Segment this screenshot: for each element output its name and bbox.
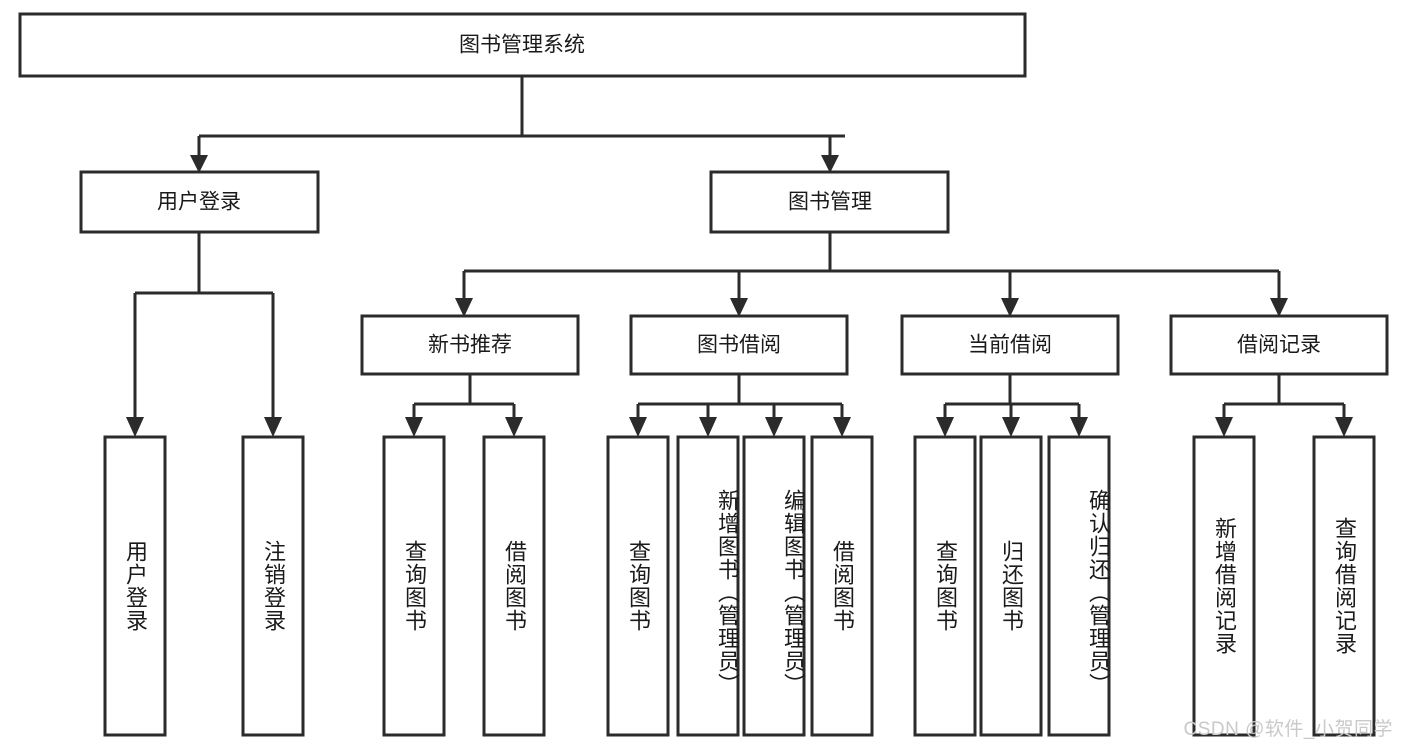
leaf-box-query-borrow-record[interactable] — [1312, 435, 1376, 737]
node-root-box[interactable] — [18, 12, 1027, 78]
node-new-book-recommend-box[interactable] — [360, 314, 580, 376]
node-user-login-label: 用户登录 — [157, 191, 241, 214]
node-current-borrow-box[interactable] — [900, 314, 1120, 376]
leaf-box-query-book-current[interactable] — [913, 435, 977, 737]
leaf-box-borrow-book-rec[interactable] — [482, 435, 546, 737]
arrow-head-icon — [1335, 417, 1353, 437]
arrow-head-icon — [765, 417, 783, 437]
arrow-head-icon — [505, 417, 523, 437]
leaf-box-user-login[interactable] — [103, 435, 167, 737]
node-borrow-record[interactable]: 借阅记录 — [1169, 314, 1389, 376]
arrow-head-icon — [405, 417, 423, 437]
node-book-management[interactable]: 图书管理 — [709, 170, 950, 234]
leaf-box-borrow-book[interactable] — [810, 435, 874, 737]
arrow-head-icon — [455, 298, 473, 317]
arrow-head-icon — [1070, 417, 1088, 437]
arrow-head-icon — [833, 417, 851, 437]
arrow-head-icon — [1215, 417, 1233, 437]
leaf-box-user-logout[interactable] — [241, 435, 305, 737]
arrow-head-icon — [699, 417, 717, 437]
node-book-borrow-label: 图书借阅 — [697, 334, 781, 357]
arrow-head-icon — [629, 417, 647, 437]
leaf-box-query-book-borrow[interactable] — [606, 435, 670, 737]
node-current-borrow-label: 当前借阅 — [968, 334, 1052, 357]
connector-bookborrow-to-leaves — [629, 374, 851, 437]
arrow-head-icon — [264, 417, 282, 437]
csdn-watermark: CSDN @软件_小贺同学 — [1183, 719, 1393, 740]
node-new-book-recommend[interactable]: 新书推荐 — [360, 314, 580, 376]
leaf-box-add-book-admin[interactable] — [676, 435, 740, 737]
arrow-head-icon — [821, 155, 839, 173]
leaf-box-add-borrow-record[interactable] — [1192, 435, 1256, 737]
node-borrow-record-box[interactable] — [1169, 314, 1389, 376]
leaf-box-confirm-return-admin[interactable] — [1047, 435, 1111, 737]
node-current-borrow[interactable]: 当前借阅 — [900, 314, 1120, 376]
node-borrow-record-label: 借阅记录 — [1237, 334, 1321, 357]
node-new-book-recommend-label: 新书推荐 — [428, 334, 512, 357]
arrow-head-icon — [1002, 417, 1020, 437]
node-book-management-box[interactable] — [709, 170, 950, 234]
leaf-box-query-book-rec[interactable] — [382, 435, 446, 737]
node-user-login-box[interactable] — [79, 170, 320, 234]
arrow-head-icon — [1001, 298, 1019, 317]
connector-root-to-level2 — [190, 76, 845, 173]
node-book-management-label: 图书管理 — [788, 191, 872, 214]
node-book-borrow[interactable]: 图书借阅 — [629, 314, 849, 376]
arrow-head-icon — [1270, 298, 1288, 317]
arrow-head-icon — [936, 417, 954, 437]
arrow-head-icon — [190, 155, 208, 173]
connector-currentborrow-to-leaves — [936, 374, 1088, 437]
arrow-head-icon — [126, 417, 144, 437]
connector-borrowrecord-to-leaves — [1215, 374, 1353, 437]
node-root[interactable]: 图书管理系统 — [18, 12, 1027, 78]
connector-bookmgmt-to-level3 — [455, 232, 1288, 317]
node-root-label: 图书管理系统 — [459, 34, 585, 57]
connector-newbook-to-leaves — [405, 374, 523, 437]
leaf-box-return-book[interactable] — [979, 435, 1043, 737]
arrow-head-icon — [730, 298, 748, 317]
leaf-box-edit-book-admin[interactable] — [742, 435, 806, 737]
node-book-borrow-box[interactable] — [629, 314, 849, 376]
node-user-login[interactable]: 用户登录 — [79, 170, 320, 234]
connector-userlogin-to-leaves — [126, 232, 282, 437]
